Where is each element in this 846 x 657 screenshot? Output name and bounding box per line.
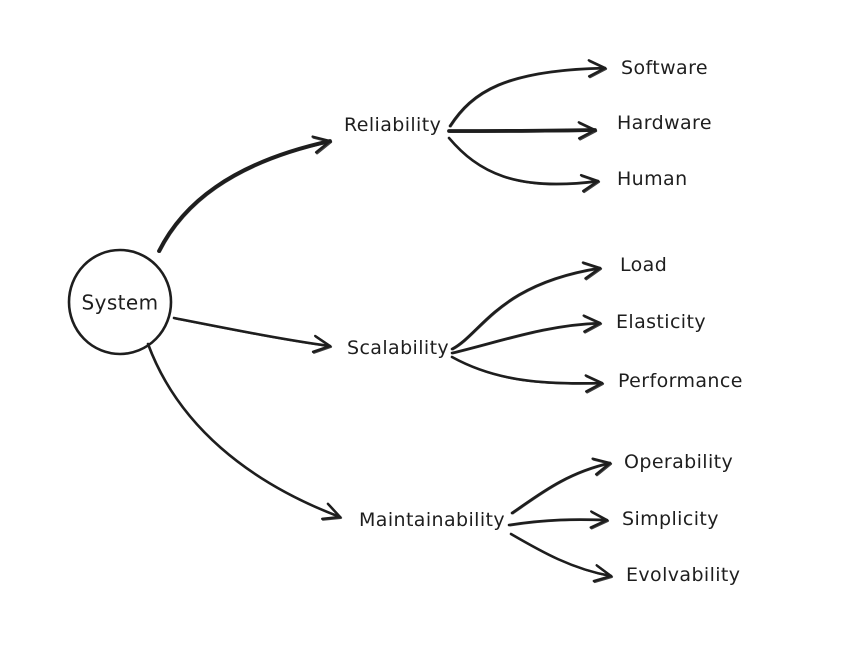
arrows-regular (148, 68, 611, 576)
node-label-software: Software (621, 57, 708, 79)
arrows-thick (159, 130, 595, 251)
node-label-human: Human (617, 168, 688, 190)
node-label-operability: Operability (624, 451, 734, 473)
arrows-regular-echo (149, 69, 612, 577)
node-label-elasticity: Elasticity (616, 311, 706, 333)
node-label-simplicity: Simplicity (622, 508, 719, 530)
node-label-scalability: Scalability (347, 337, 450, 359)
node-label-hardware: Hardware (617, 112, 712, 134)
node-label-evolvability: Evolvability (626, 564, 741, 586)
arrows-thick-echo (160, 131, 596, 252)
node-label-reliability: Reliability (344, 114, 442, 136)
node-label-performance: Performance (618, 370, 743, 392)
node-label-system: System (81, 290, 159, 315)
node-label-maintainability: Maintainability (359, 509, 506, 531)
node-label-load: Load (620, 254, 668, 276)
